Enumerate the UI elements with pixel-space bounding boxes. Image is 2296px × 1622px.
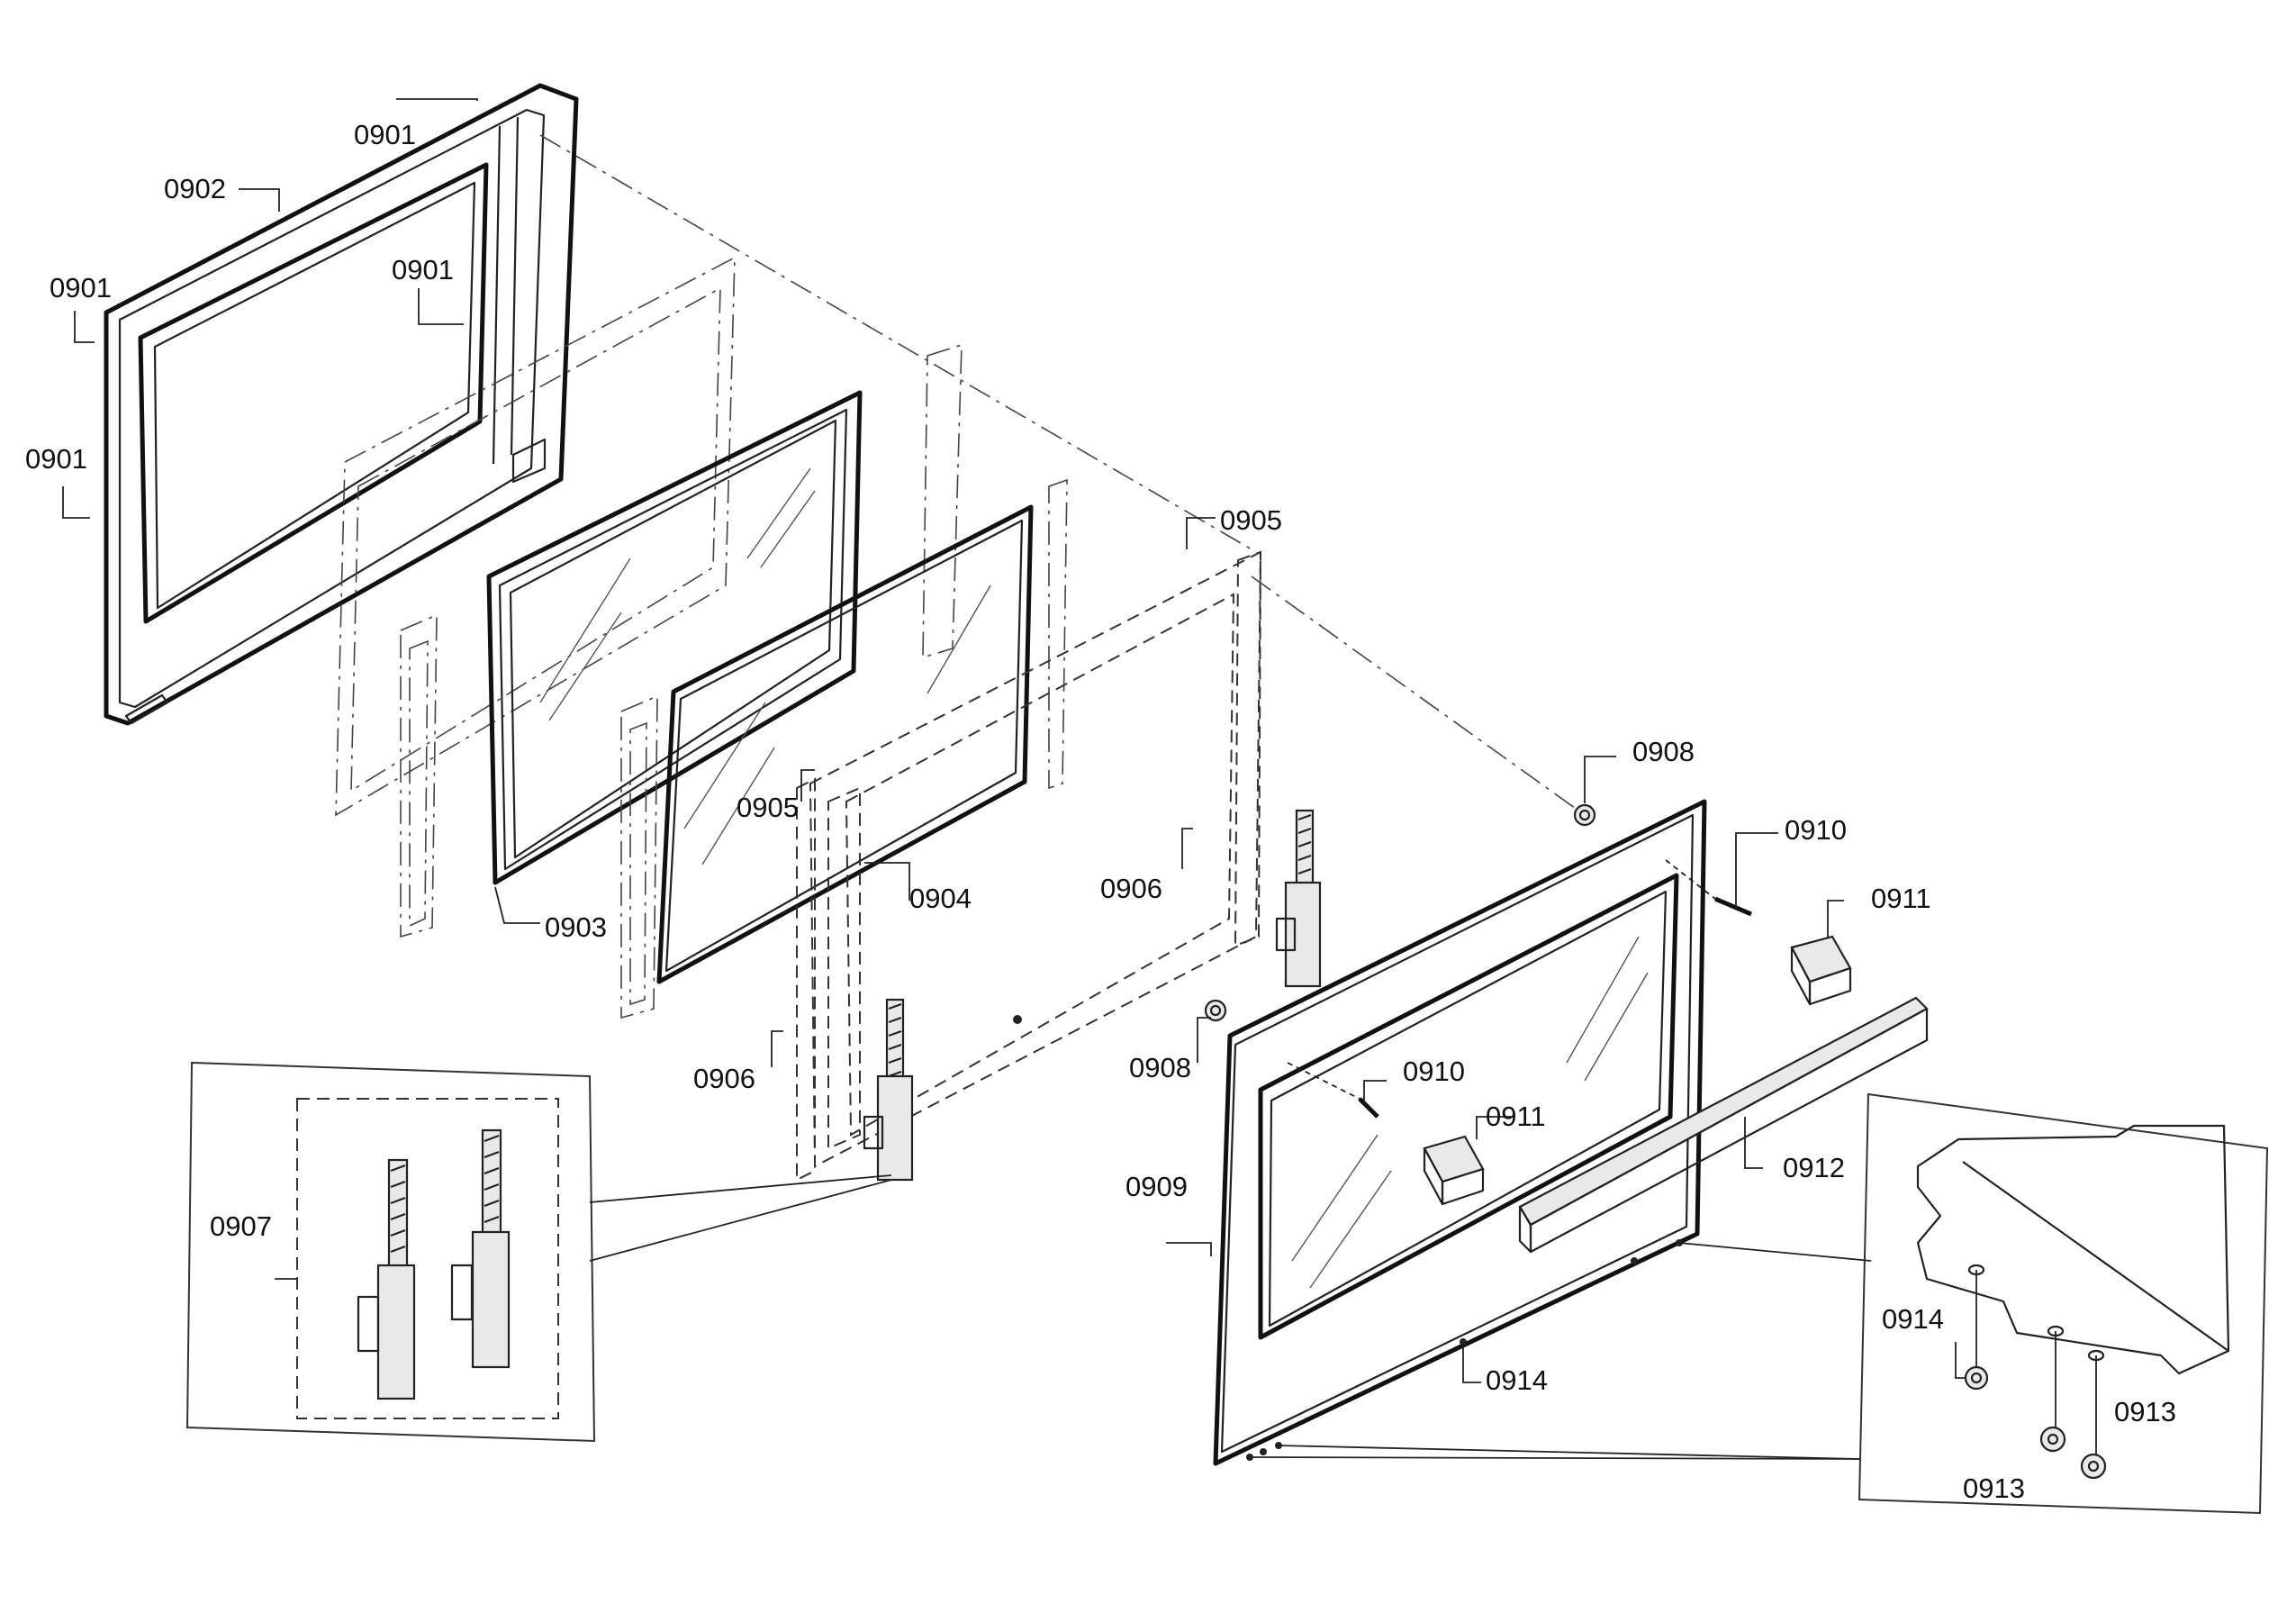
screw-0914-icon <box>1964 1365 1989 1391</box>
inner-glass-pane-0903 <box>486 390 863 885</box>
label-0914-main: 0914 <box>1486 1364 1548 1396</box>
inset-bracket-detail <box>1249 1092 2269 1515</box>
label-0907: 0907 <box>210 1210 272 1242</box>
callout-labels: 0901 0902 0901 0901 0901 0903 0904 0905 … <box>25 119 2176 1504</box>
side-rails-phantom <box>620 343 1068 1019</box>
label-0908-left: 0908 <box>1129 1052 1191 1083</box>
label-0913-right: 0913 <box>2114 1396 2176 1427</box>
label-0910-right: 0910 <box>1785 814 1847 846</box>
label-0910-left: 0910 <box>1403 1056 1465 1087</box>
label-0905-mid: 0905 <box>737 792 799 823</box>
middle-glass-pane-0904 <box>656 504 1034 984</box>
door-handle-0912 <box>1518 996 1929 1254</box>
pin-0910-left <box>1287 1062 1379 1119</box>
nut-0913-a-icon <box>2039 1426 2066 1453</box>
outer-door-glass-0909 <box>1213 799 1707 1466</box>
handle-mount-0911-right <box>1790 935 1852 1006</box>
handle-mount-0911-left <box>1423 1135 1485 1206</box>
bumper-0908-top <box>1573 803 1596 827</box>
label-0901-left-upper: 0901 <box>50 272 112 304</box>
nut-0913-b-icon <box>2080 1453 2107 1480</box>
hinge-right-0906 <box>1275 809 1322 988</box>
door-insulation-frame-phantom <box>335 256 736 938</box>
label-0906-left: 0906 <box>693 1063 755 1094</box>
hinge-left-0906 <box>863 998 914 1182</box>
door-outer-frame-0902 <box>104 83 579 726</box>
hinge-kit-right-icon <box>450 1128 511 1369</box>
bumper-0908-left <box>1204 999 1227 1022</box>
label-0901-inner: 0901 <box>392 254 454 285</box>
callout-leaders <box>62 98 1965 1383</box>
label-0913-left: 0913 <box>1963 1472 2025 1504</box>
label-0905-top: 0905 <box>1220 504 1282 536</box>
inset-hinge-kit-0907 <box>185 1061 892 1443</box>
label-0902: 0902 <box>164 173 226 204</box>
label-0906-right: 0906 <box>1100 873 1162 904</box>
inner-door-frame-0905 <box>796 550 1262 1182</box>
alignment-lines <box>539 134 1586 816</box>
label-0911-right: 0911 <box>1871 883 1931 914</box>
label-0901-top: 0901 <box>354 119 416 150</box>
label-0909: 0909 <box>1125 1171 1188 1202</box>
label-0903: 0903 <box>545 911 607 943</box>
pin-0910-right <box>1665 859 1752 917</box>
label-0914-inset: 0914 <box>1882 1303 1944 1335</box>
hinge-kit-left-icon <box>357 1158 416 1400</box>
label-0901-left-lower: 0901 <box>25 443 87 475</box>
label-0908-top: 0908 <box>1632 736 1695 767</box>
label-0904: 0904 <box>909 883 972 914</box>
label-0912: 0912 <box>1783 1152 1845 1183</box>
label-0911-left: 0911 <box>1486 1101 1546 1132</box>
